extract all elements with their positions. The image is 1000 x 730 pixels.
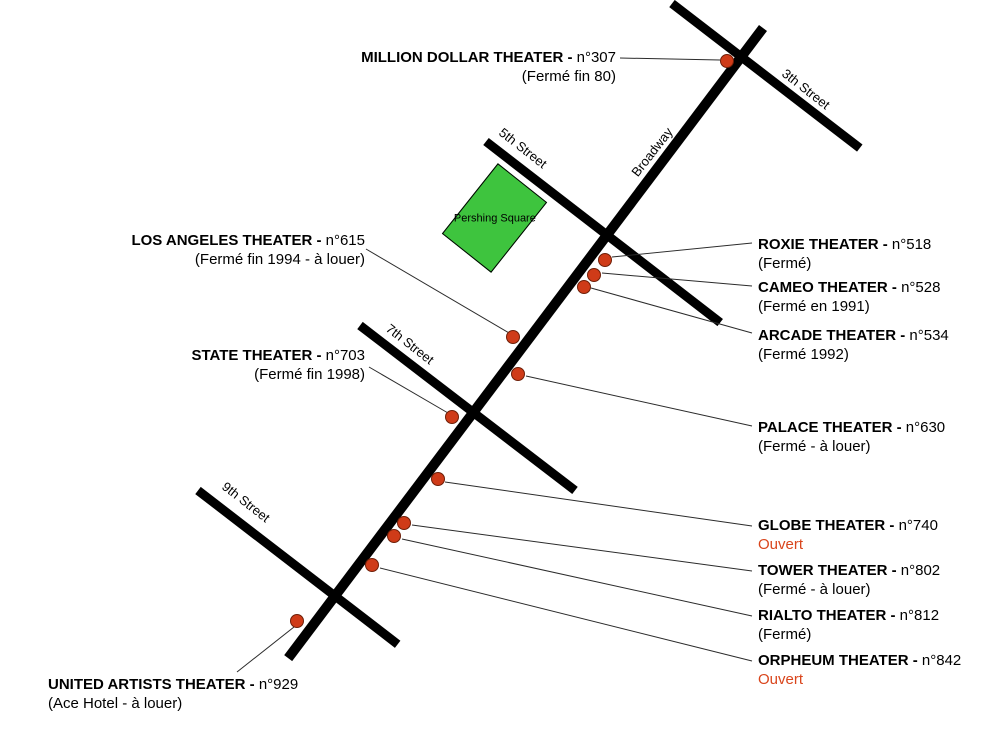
theater-street-number: n°740	[898, 517, 938, 534]
theater-label-palace: PALACE THEATER - n°630(Fermé - à louer)	[758, 418, 945, 456]
theater-street-number: n°534	[909, 327, 949, 344]
theater-label-tower: TOWER THEATER - n°802(Fermé - à louer)	[758, 561, 940, 599]
theater-label-roxie: ROXIE THEATER - n°518(Fermé)	[758, 235, 931, 273]
theater-title-line: ORPHEUM THEATER - n°842	[758, 651, 961, 670]
theater-label-state: STATE THEATER - n°703(Fermé fin 1998)	[191, 346, 365, 384]
theater-marker-globe	[431, 472, 445, 486]
theater-status: (Fermé fin 1998)	[254, 366, 365, 383]
theater-street-number: n°842	[921, 652, 962, 669]
theater-name: MILLION DOLLAR THEATER -	[361, 49, 573, 66]
theater-marker-tower	[397, 516, 411, 530]
theater-marker-orpheum	[365, 558, 379, 572]
leader-line-arcade	[590, 287, 753, 334]
theater-marker-arcade	[577, 280, 591, 294]
theater-street-number: n°518	[891, 236, 932, 253]
theater-title-line: RIALTO THEATER - n°812	[758, 606, 939, 625]
theater-title-line: TOWER THEATER - n°802	[758, 561, 940, 580]
leader-line-orpheum	[379, 567, 753, 662]
theater-title-line: MILLION DOLLAR THEATER - n°307	[361, 48, 616, 67]
theater-street-number: n°802	[900, 562, 941, 579]
theater-marker-roxie	[598, 253, 612, 267]
theater-street-number: n°615	[325, 232, 365, 249]
theater-title-line: CAMEO THEATER - n°528	[758, 278, 940, 297]
theater-marker-cameo	[587, 268, 601, 282]
theater-title-line: ARCADE THEATER - n°534	[758, 326, 949, 345]
theater-status: (Fermé fin 80)	[521, 68, 616, 85]
theater-marker-state	[445, 410, 459, 424]
theater-name: UNITED ARTISTS THEATER -	[48, 676, 255, 693]
theater-street-number: n°630	[905, 419, 946, 436]
theater-name: PALACE THEATER -	[758, 419, 902, 436]
leader-line-palace	[525, 375, 753, 427]
theater-label-cameo: CAMEO THEATER - n°528(Fermé en 1991)	[758, 278, 940, 316]
theater-name: CAMEO THEATER -	[758, 279, 897, 296]
theater-label-arcade: ARCADE THEATER - n°534(Fermé 1992)	[758, 326, 949, 364]
theater-name: ORPHEUM THEATER -	[758, 652, 918, 669]
theater-label-million-dollar: MILLION DOLLAR THEATER - n°307(Fermé fin…	[361, 48, 616, 86]
theater-status: (Fermé - à louer)	[758, 438, 871, 455]
theater-label-los-angeles: LOS ANGELES THEATER - n°615(Fermé fin 19…	[131, 231, 365, 269]
leader-line-tower	[411, 524, 753, 572]
theater-title-line: GLOBE THEATER - n°740	[758, 516, 938, 535]
theater-label-united-artists: UNITED ARTISTS THEATER - n°929(Ace Hotel…	[48, 675, 298, 713]
theater-status: (Fermé en 1991)	[758, 298, 870, 315]
theater-title-line: ROXIE THEATER - n°518	[758, 235, 931, 254]
theater-label-rialto: RIALTO THEATER - n°812(Fermé)	[758, 606, 939, 644]
theater-name: GLOBE THEATER -	[758, 517, 895, 534]
theater-title-line: UNITED ARTISTS THEATER - n°929	[48, 675, 298, 694]
theater-marker-los-angeles	[506, 330, 520, 344]
theater-status: Ouvert	[758, 536, 804, 553]
theater-name: STATE THEATER -	[191, 347, 322, 364]
theater-title-line: LOS ANGELES THEATER - n°615	[131, 231, 365, 250]
leader-line-cameo	[601, 272, 753, 287]
theater-status: (Ace Hotel - à louer)	[48, 695, 183, 712]
leader-line-million-dollar	[619, 57, 721, 61]
theater-status: (Fermé fin 1994 - à louer)	[194, 251, 365, 268]
theater-status: (Fermé)	[758, 626, 812, 643]
theater-street-number: n°703	[325, 347, 365, 364]
theater-name: ARCADE THEATER -	[758, 327, 906, 344]
theater-status: (Fermé)	[758, 255, 812, 272]
theater-name: LOS ANGELES THEATER -	[131, 232, 322, 249]
leader-line-state	[368, 366, 449, 414]
leader-line-los-angeles	[365, 248, 510, 334]
theater-status: Ouvert	[758, 671, 804, 688]
theater-marker-united-artists	[290, 614, 304, 628]
theater-street-number: n°528	[901, 279, 941, 296]
theater-title-line: PALACE THEATER - n°630	[758, 418, 945, 437]
theater-street-number: n°307	[576, 49, 616, 66]
leader-line-globe	[444, 481, 753, 527]
theater-street-number: n°812	[899, 607, 940, 624]
theater-street-number: n°929	[258, 676, 299, 693]
theater-name: RIALTO THEATER -	[758, 607, 896, 624]
theater-name: TOWER THEATER -	[758, 562, 897, 579]
theater-title-line: STATE THEATER - n°703	[191, 346, 365, 365]
theater-name: ROXIE THEATER -	[758, 236, 888, 253]
leader-line-united-artists	[236, 626, 295, 673]
theater-marker-rialto	[387, 529, 401, 543]
theater-marker-million-dollar	[720, 54, 734, 68]
theater-status: (Fermé 1992)	[758, 346, 849, 363]
theater-marker-palace	[511, 367, 525, 381]
leader-line-rialto	[401, 538, 753, 617]
leader-line-roxie	[611, 242, 753, 258]
theater-status: (Fermé - à louer)	[758, 581, 871, 598]
